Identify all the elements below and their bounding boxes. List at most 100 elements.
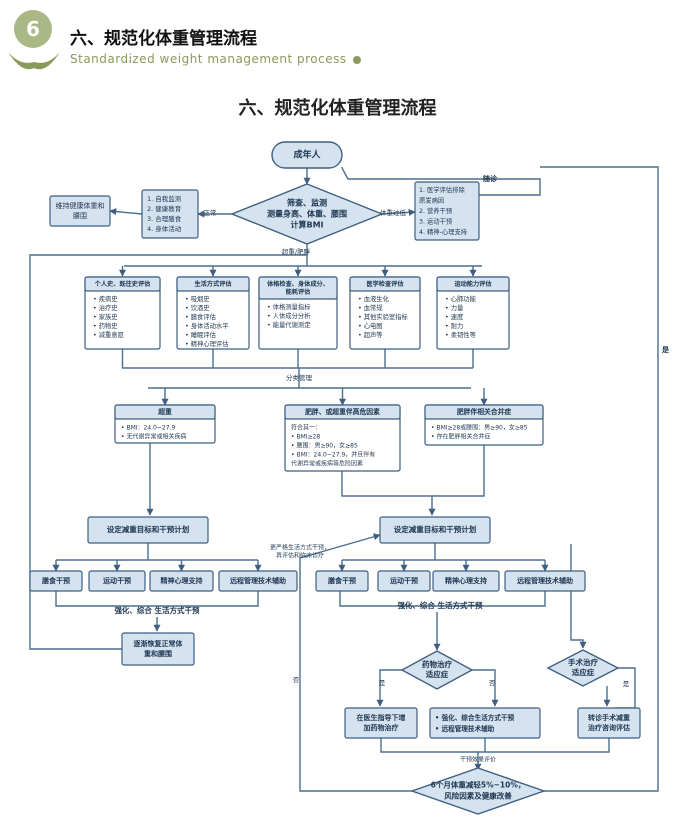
connector [570,544,587,649]
underweight-label: 体重过低 [380,208,407,217]
leaf-icon [8,52,60,70]
connector [615,667,636,709]
start-label: 成年人 [293,149,321,161]
category-header-0 [114,404,216,420]
screening-label: 测量身高、体重、腰围 [267,209,347,219]
assessment-header-1 [176,276,250,292]
header-title: 六、规范化体重管理流程 [70,29,257,49]
underweight-box [414,181,480,241]
stricter-label: 再评估和临床诊疗 [276,552,324,560]
assessment-header-3 [349,276,421,292]
connector [339,591,546,607]
assessment-item: • 耐力 [445,321,463,330]
drug-label: 药物治疗 [422,659,452,669]
assessment-item: • 速度 [445,312,464,321]
evaluation-label: 干预效果评价 [460,756,496,764]
assessment-item: • 饮酒史 [185,303,210,312]
diagram-title: 六、规范化体重管理流程 [238,98,437,119]
screening-diamond [230,183,384,245]
connector [432,445,485,497]
assessment-item: • 药物史 [93,321,118,330]
section-badge: 6 [14,10,52,48]
recover-label: 重和腰围 [144,649,172,658]
plan-label: 设定减重目标和干预计划 [107,524,190,534]
category-title: 超重 [157,407,172,416]
stricter-label: 更严格生活方式干预， [270,544,330,552]
intervention-label: 运动干预 [103,576,131,585]
underweight-item: 原发病因 [419,196,444,205]
intervention-label: 远程管理技术辅助 [230,576,286,585]
underweight-item: 2. 营养干预 [419,206,453,215]
dot-icon [352,55,361,64]
intervention-box [29,570,83,592]
assessment-item: • 身体活动水平 [185,321,229,330]
lifestyle-box [141,189,199,239]
assessment-title: 个人史、既往史评估 [94,280,151,288]
screening-label: 筛查、监测 [287,198,327,208]
assessment-item: • 治疗史 [93,303,118,312]
connector [29,254,307,650]
assessment-item: • 心肺功能 [445,294,477,303]
assessment-item: • 睡眠评估 [185,330,217,339]
strengthen-label: 强化、综合 生活方式干预 [114,605,200,615]
final-label: 风险因素及健康改善 [444,791,512,801]
surgery-yes-label: 治疗咨询评估 [588,723,630,732]
start-node [271,141,343,169]
category-item: 代谢异常或疾病等危险因素 [291,460,363,468]
assessment-item: • 减重意愿 [93,330,124,339]
lifestyle-item: 3. 合理膳食 [147,214,182,223]
surgery-yes-box [577,707,641,739]
underweight-item: 3. 运动干预 [419,217,453,226]
surgery-diamond [546,649,620,687]
category-title: 肥胖伴相关合并症 [457,407,512,416]
maintain-box [49,195,111,227]
drug-label: 适应症 [426,669,449,679]
category-item: • 存在肥胖相关合并症 [431,433,490,441]
intervention-box [218,570,298,592]
drug-yes-label: 在医生指导下增 [357,713,406,722]
intervention-box [432,570,500,592]
intervention-box [315,570,369,592]
connector [109,208,143,216]
drug-yes-box [344,707,418,739]
yes-label: 是 [623,680,630,688]
assessment-item: • 其他实验室指标 [358,312,408,321]
overweight-label: 超重/肥胖 [282,247,311,256]
final-label: 6个月体重减轻5%~10%， [431,780,526,790]
intervention-label: 精神心理支持 [161,576,203,585]
lifestyle-item: 2. 健康教育 [147,204,182,213]
assessment-header-2 [258,276,338,300]
connector [381,208,416,216]
connector [472,669,499,707]
assessment-item: • 心电图 [358,321,383,330]
assessment-item: • 家族史 [93,312,118,321]
category-header-2 [424,404,544,420]
lifestyle-item: 4. 身体活动 [147,224,182,233]
assessment-item: • 柔韧性等 [445,330,477,339]
intervention-label: 膳食干预 [41,576,70,585]
assessment-item: • 膳食评估 [185,312,217,321]
drug-yes-label: 加药物治疗 [363,723,399,732]
no-label: 否 [489,679,496,687]
assessment-title: 体格检查、身体成分、 [267,280,329,288]
recover-box [121,632,195,666]
plan-label: 设定减重目标和干预计划 [394,524,477,534]
assessment-item: • 血常规 [358,303,383,312]
header: 6 六、规范化体重管理流程 Standardized weight manage… [0,0,675,80]
intervention-label: 运动干预 [390,576,418,585]
assessment-item: • 超声等 [358,330,383,339]
connector [299,533,412,792]
surgery-label: 手术治疗 [568,657,598,667]
connector [380,738,482,771]
strengthen-label: 强化、综合 生活方式干预 [397,600,483,610]
lifestyle-item: 1. 自我监测 [147,194,182,203]
maintain-label: 腰围 [73,212,87,220]
connector [478,738,610,753]
connector [341,471,436,516]
assessment-title: 医学检查评估 [366,280,404,288]
intervention-label: 膳食干预 [327,576,356,585]
connector [55,591,259,607]
category-item: • BMI≥28 [291,434,320,441]
category-item: • BMI≥28或腰围：男≥90，女≥85 [431,424,528,432]
